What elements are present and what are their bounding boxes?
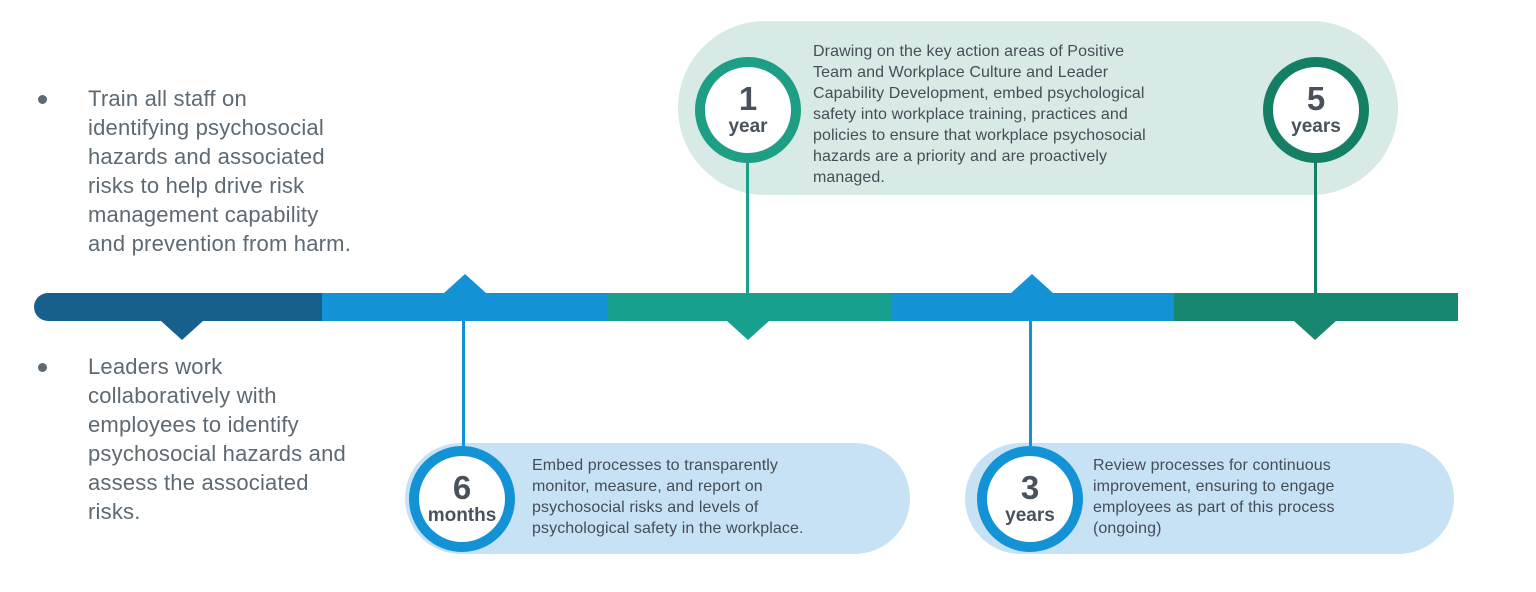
timeline-segment-1 bbox=[34, 293, 322, 321]
arrow-down-icon bbox=[727, 321, 769, 340]
bubble-1-year-description: Drawing on the key action areas of Posit… bbox=[813, 43, 1146, 186]
timeline-segment-4 bbox=[891, 293, 1174, 321]
connector-line-5-years bbox=[1314, 162, 1317, 293]
timeline-bar bbox=[34, 293, 1458, 321]
bubble-6-months-description: Embed processes to transparently monitor… bbox=[532, 457, 804, 537]
bullet-item-train-staff: Train all staff on identifying psychosoc… bbox=[38, 84, 351, 258]
timeline-segment-3 bbox=[607, 293, 891, 321]
arrow-down-icon bbox=[161, 321, 203, 340]
milestone-value: 6 bbox=[452, 469, 472, 507]
bubble-3-years-description: Review processes for continuous improvem… bbox=[1093, 457, 1335, 537]
milestone-circle-5-years: 5 years bbox=[1263, 57, 1369, 163]
milestone-unit: months bbox=[427, 505, 497, 527]
timeline-segment-2 bbox=[322, 293, 607, 321]
connector-line-6-months bbox=[462, 321, 465, 446]
arrow-up-icon bbox=[1011, 274, 1053, 293]
milestone-value: 1 bbox=[738, 80, 758, 118]
milestone-unit: years bbox=[1291, 116, 1341, 138]
milestone-circle-3-years: 3 years bbox=[977, 446, 1083, 552]
bullet-text: Train all staff on identifying psychosoc… bbox=[88, 86, 352, 256]
milestone-circle-1-year: 1 year bbox=[695, 57, 801, 163]
connector-line-1-year bbox=[746, 160, 749, 293]
bullet-item-leaders-collaborate: Leaders work collaboratively with employ… bbox=[38, 352, 346, 526]
arrow-down-icon bbox=[1294, 321, 1336, 340]
milestone-unit: years bbox=[1005, 505, 1055, 527]
bullet-dot-icon bbox=[38, 95, 47, 104]
bullet-dot-icon bbox=[38, 363, 47, 372]
milestone-value: 5 bbox=[1306, 80, 1326, 118]
arrow-up-icon bbox=[444, 274, 486, 293]
timeline-segment-5 bbox=[1174, 293, 1458, 321]
milestone-unit: year bbox=[728, 116, 768, 138]
milestone-circle-6-months: 6 months bbox=[409, 446, 515, 552]
connector-line-3-years bbox=[1029, 321, 1032, 446]
milestone-value: 3 bbox=[1020, 469, 1040, 507]
bullet-text: Leaders work collaboratively with employ… bbox=[88, 354, 346, 524]
